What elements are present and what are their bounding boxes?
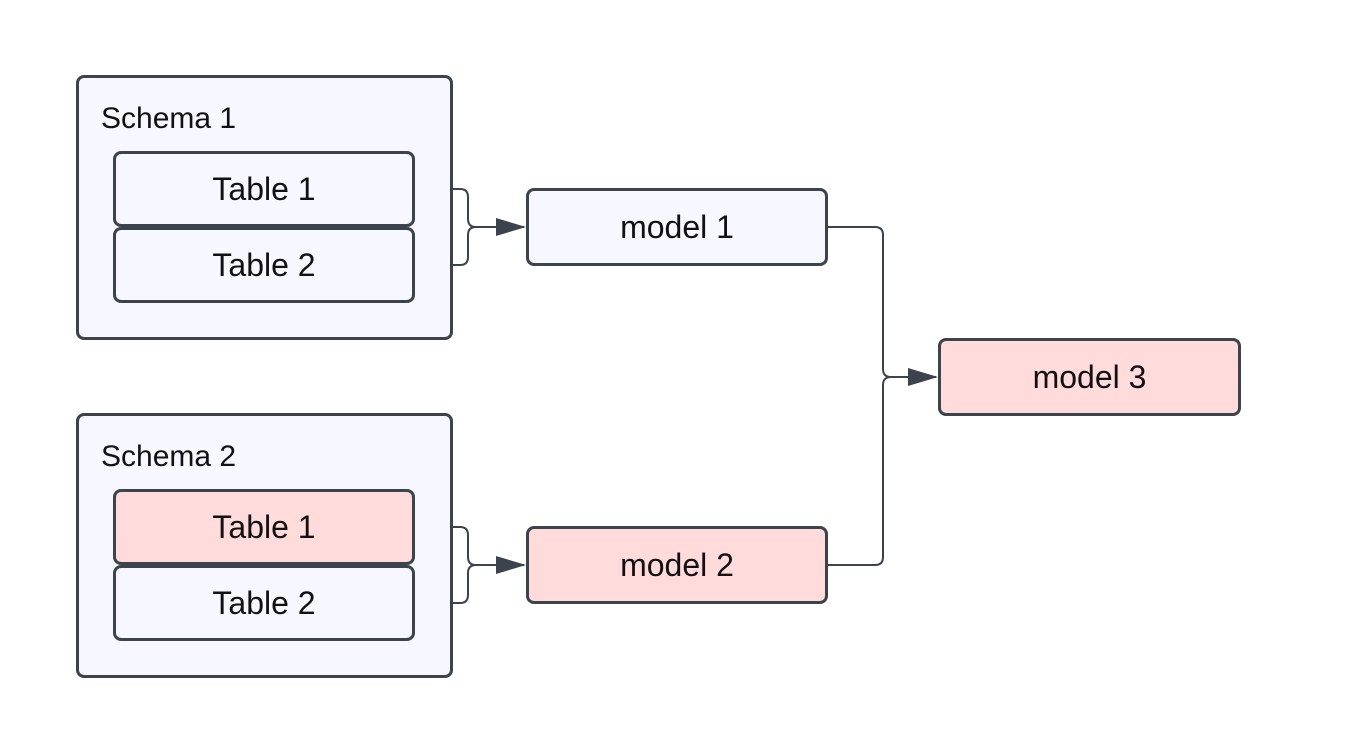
edge-s1-table2-model1 [415, 226, 477, 266]
schema-1-table-2[interactable]: Table 2 [113, 227, 415, 303]
schema-2-title: Schema 2 [101, 440, 237, 473]
schema-2-table-1[interactable]: Table 1 [113, 489, 415, 565]
model-3-node[interactable]: model 3 [938, 338, 1241, 416]
edge-model1-model3 [828, 226, 938, 386]
schema-2-table-2[interactable]: Table 2 [113, 565, 415, 641]
schema-1-table-1[interactable]: Table 1 [113, 151, 415, 227]
model-1-node[interactable]: model 1 [526, 188, 828, 266]
edge-s2-table2-model2 [415, 564, 477, 604]
schema-1-title: Schema 1 [101, 102, 237, 135]
edge-model2-model3 [828, 376, 892, 566]
model-2-node[interactable]: model 2 [526, 526, 828, 604]
